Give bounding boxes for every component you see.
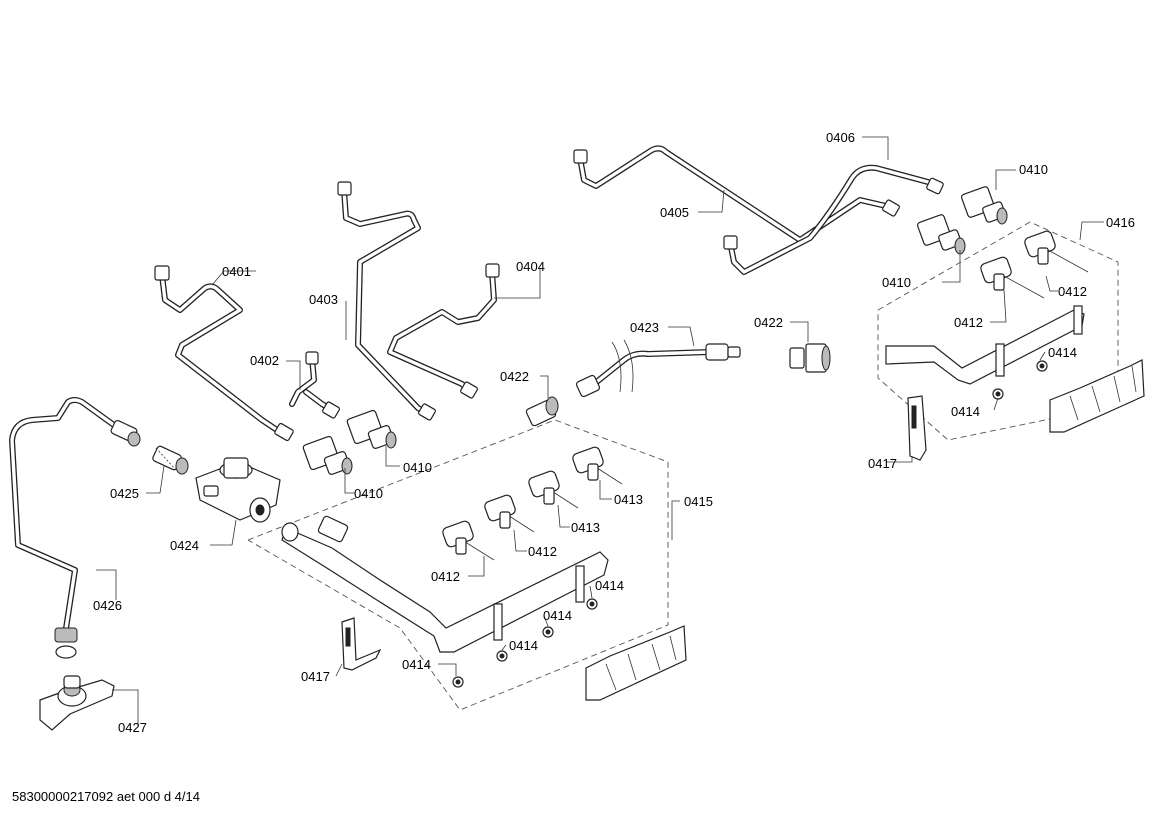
part-label-0417: 0417 xyxy=(868,456,897,471)
part-label-0425: 0425 xyxy=(110,486,139,501)
part-label-0410: 0410 xyxy=(882,275,911,290)
screw-0414-e xyxy=(1036,360,1048,372)
solenoid-valve-0410-a xyxy=(302,435,353,475)
part-label-0416: 0416 xyxy=(1106,215,1135,230)
part-label-0414: 0414 xyxy=(951,404,980,419)
part-label-0412: 0412 xyxy=(954,315,983,330)
part-label-0422: 0422 xyxy=(754,315,783,330)
part-label-0404: 0404 xyxy=(516,259,545,274)
part-label-0414: 0414 xyxy=(543,608,572,623)
gas-pipe-0404 xyxy=(387,263,500,399)
screw-0414-c xyxy=(496,650,508,662)
gas-pipe-0401 xyxy=(154,265,294,442)
part-label-0402: 0402 xyxy=(250,353,279,368)
burner-valve-0412-a xyxy=(442,520,495,561)
fitting-0422-b xyxy=(789,343,831,373)
bracket-0417-left xyxy=(341,617,382,671)
mounting-clip-left xyxy=(585,625,687,701)
part-label-0412: 0412 xyxy=(1058,284,1087,299)
mounting-clip-right xyxy=(1049,359,1145,433)
gas-pipe-0423 xyxy=(575,339,741,398)
part-label-0403: 0403 xyxy=(309,292,338,307)
leader-lines xyxy=(96,136,1104,726)
part-label-0406: 0406 xyxy=(826,130,855,145)
part-label-0424: 0424 xyxy=(170,538,199,553)
part-label-0410: 0410 xyxy=(403,460,432,475)
burner-valve-0413-b xyxy=(572,446,623,485)
screw-0414-a xyxy=(586,598,598,610)
gas-pipe-0426 xyxy=(9,397,141,659)
part-label-0414: 0414 xyxy=(402,657,431,672)
document-id: 58300000217092 aet 000 d 4/14 xyxy=(12,789,200,804)
gas-pipe-0402 xyxy=(289,351,340,419)
part-label-0410: 0410 xyxy=(354,486,383,501)
fitting-0422-a xyxy=(525,396,559,427)
gas-pipe-0403 xyxy=(337,181,436,421)
screw-0414-d xyxy=(452,676,464,688)
gas-pipe-0406 xyxy=(723,164,944,275)
burner-valve-0412-d xyxy=(1024,230,1089,273)
part-label-0414: 0414 xyxy=(509,638,538,653)
burner-valve-0413-a xyxy=(528,470,579,509)
gas-manifold-right xyxy=(885,305,1085,385)
part-label-0413: 0413 xyxy=(571,520,600,535)
pressure-regulator-0424 xyxy=(195,457,281,523)
part-label-0415: 0415 xyxy=(684,494,713,509)
gas-pipe-0405 xyxy=(573,145,900,243)
gas-manifold-left xyxy=(281,515,609,653)
part-label-0410: 0410 xyxy=(1019,162,1048,177)
part-label-0417: 0417 xyxy=(301,669,330,684)
screw-0414-b xyxy=(542,626,554,638)
solenoid-valve-0410-b xyxy=(346,409,397,449)
solenoid-valve-0410-d xyxy=(916,214,966,255)
solenoid-valve-0410-c xyxy=(960,186,1008,225)
nozzle-bracket-0427 xyxy=(39,675,115,731)
part-labels: 0401 0402 0403 0404 0405 0406 0410 0410 … xyxy=(93,130,1135,735)
part-label-0401: 0401 xyxy=(222,264,251,279)
part-label-0423: 0423 xyxy=(630,320,659,335)
assembly-outline-left xyxy=(247,419,669,711)
part-label-0414: 0414 xyxy=(1048,345,1077,360)
part-label-0412: 0412 xyxy=(431,569,460,584)
screw-0414-f xyxy=(992,388,1004,400)
part-label-0412: 0412 xyxy=(528,544,557,559)
part-label-0427: 0427 xyxy=(118,720,147,735)
part-label-0426: 0426 xyxy=(93,598,122,613)
burner-valve-0412-c xyxy=(980,256,1045,299)
bracket-0417-right xyxy=(907,395,927,461)
burner-valve-0412-b xyxy=(484,494,535,533)
part-label-0413: 0413 xyxy=(614,492,643,507)
part-label-0414: 0414 xyxy=(595,578,624,593)
part-label-0422: 0422 xyxy=(500,369,529,384)
fitting-0425 xyxy=(152,445,189,475)
part-label-0405: 0405 xyxy=(660,205,689,220)
